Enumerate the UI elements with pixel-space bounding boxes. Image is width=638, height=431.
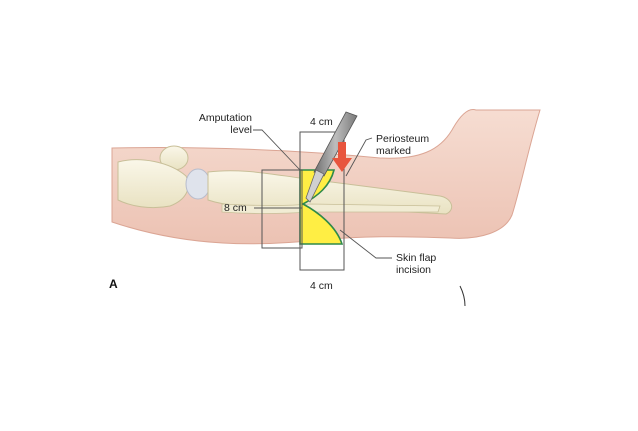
leader-skin-flap (339, 229, 392, 259)
skin-flap-line1: Skin flap (396, 252, 437, 264)
amputation-level-line1: Amputation (198, 112, 252, 124)
label-periosteum-marked: Periosteum marked (376, 133, 429, 157)
fibula (221, 203, 441, 214)
label-dim-bottom: 4 cm (310, 280, 333, 292)
amputation-level-line2: level (230, 124, 252, 136)
femur-condyle (117, 159, 189, 209)
label-dim-side: 8 cm (224, 202, 247, 214)
panel-letter: A (109, 277, 118, 291)
label-amputation-level: Amputation level (188, 112, 252, 136)
label-dim-top: 4 cm (310, 116, 333, 128)
periosteum-line1: Periosteum (376, 133, 430, 145)
leader-amputation-level (253, 129, 301, 171)
tibia-head (185, 168, 211, 200)
periosteum-line2: marked (376, 145, 412, 157)
scalpel (305, 111, 358, 203)
stray-mark (459, 285, 466, 307)
leader-periosteum (345, 137, 373, 177)
label-skin-flap-incision: Skin flap incision (396, 252, 436, 276)
skin-flap-line2: incision (396, 264, 432, 276)
periosteum-arrow (332, 142, 352, 172)
guide-box-8cm (261, 169, 303, 249)
